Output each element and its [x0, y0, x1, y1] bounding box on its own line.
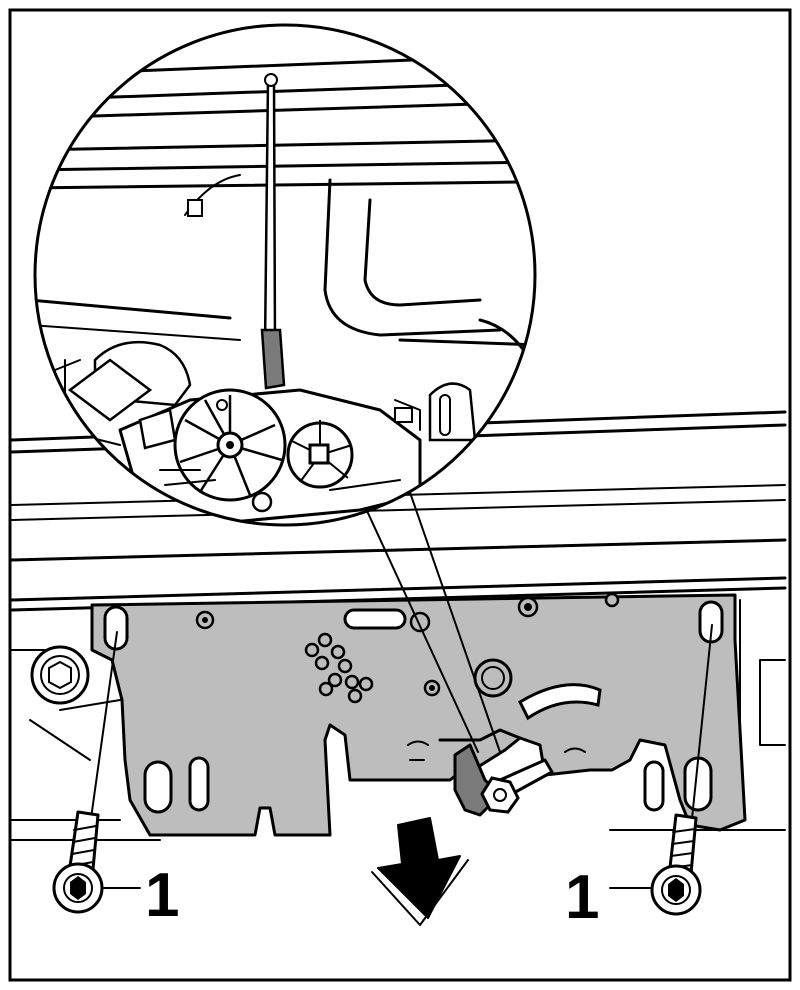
torx-icon — [668, 878, 684, 902]
wiper-linkage-arm — [453, 743, 554, 817]
screw-right — [609, 624, 713, 916]
detail-leader — [361, 477, 501, 753]
torx-icon — [70, 876, 86, 900]
screw-left — [52, 631, 141, 914]
arrow-down-icon — [371, 817, 469, 926]
callout-label-left: 1 — [145, 861, 179, 930]
hex-fitting — [30, 645, 90, 705]
detail-view — [33, 23, 537, 527]
callout-label-right: 1 — [565, 863, 599, 932]
wiper-motor-mounting-plate — [90, 592, 747, 837]
